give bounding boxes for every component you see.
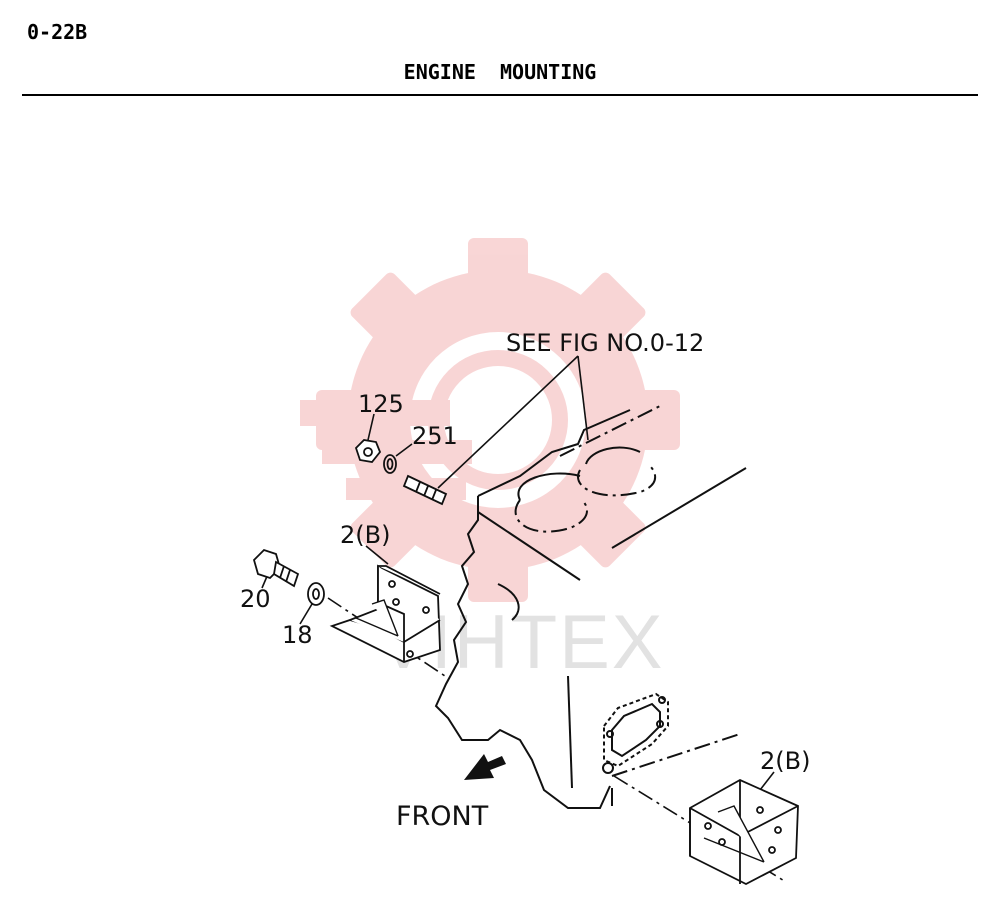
bolt-20 bbox=[252, 548, 300, 588]
bore-arc bbox=[517, 472, 581, 501]
side-port bbox=[497, 583, 520, 621]
engine-head-edge bbox=[477, 409, 631, 497]
bracket-2b-lower bbox=[689, 778, 799, 886]
part-label-125: 125 bbox=[358, 390, 404, 418]
engine-side-edge bbox=[611, 467, 747, 549]
bellhousing-flange-inner bbox=[611, 702, 661, 758]
bellhousing-flange bbox=[603, 692, 669, 768]
nut-125 bbox=[354, 439, 382, 463]
part-label-2b-lower: 2(B) bbox=[760, 747, 810, 775]
washer-251 bbox=[383, 454, 397, 474]
page-code: 0-22B bbox=[27, 20, 88, 44]
leader-251 bbox=[395, 443, 413, 457]
see-fig-leader-1 bbox=[437, 355, 579, 489]
bore-arc-2 bbox=[585, 446, 641, 465]
washer-18 bbox=[307, 582, 325, 606]
part-label-20: 20 bbox=[240, 585, 271, 613]
engine-block-outline bbox=[434, 496, 611, 809]
see-fig-label: SEE FIG NO.0-12 bbox=[506, 329, 704, 357]
title-divider bbox=[22, 94, 978, 96]
cylinder-bore-2 bbox=[577, 465, 657, 497]
lower-block-line bbox=[567, 675, 573, 789]
lower-block-dashline bbox=[611, 733, 741, 777]
see-fig-leader-2 bbox=[577, 355, 589, 441]
stud-bolt bbox=[402, 474, 448, 506]
page-title: ENGINE MOUNTING bbox=[403, 60, 597, 84]
engine-block bbox=[434, 405, 747, 809]
front-label: FRONT bbox=[396, 801, 489, 832]
front-arrow-icon bbox=[464, 754, 506, 780]
engine-block-centerline bbox=[559, 405, 661, 457]
bracket-2b-upper bbox=[329, 564, 441, 663]
leader-18 bbox=[299, 603, 313, 625]
leader-125 bbox=[367, 413, 375, 441]
engine-deck-edge bbox=[477, 511, 581, 581]
part-label-251: 251 bbox=[412, 422, 458, 450]
leader-2b-lower bbox=[759, 771, 775, 791]
leader-2b-upper bbox=[365, 545, 389, 565]
part-label-2b-upper: 2(B) bbox=[340, 521, 390, 549]
part-label-18: 18 bbox=[282, 621, 313, 649]
